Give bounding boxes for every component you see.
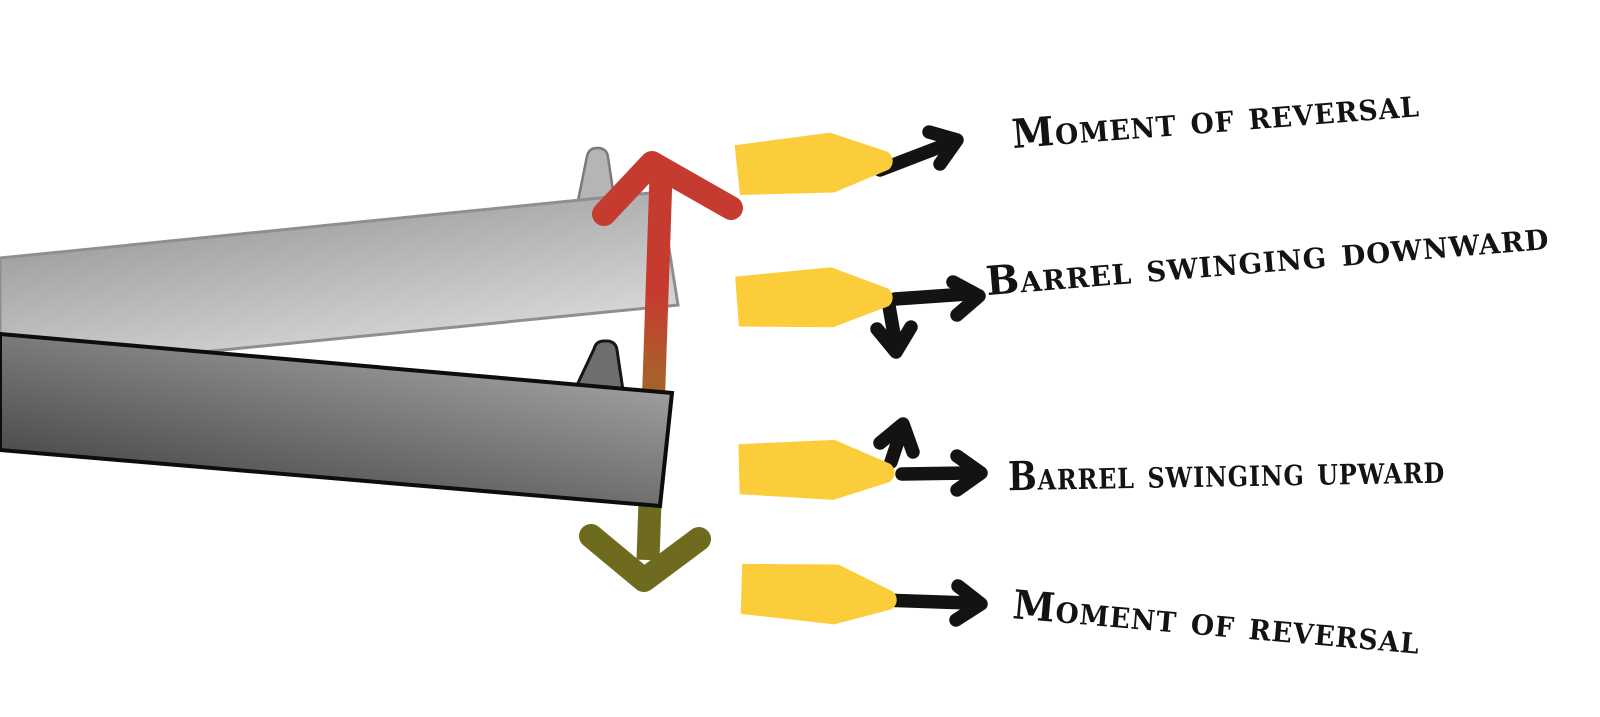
bullet3-forward-arrow — [895, 466, 976, 481]
barrel-upper-position — [0, 146, 680, 374]
bullet-row-top-reversal — [734, 125, 964, 196]
bullet-row-swing-down — [735, 267, 986, 359]
bullet3-icon — [738, 439, 895, 500]
bullet-row-swing-up — [738, 417, 988, 500]
bullet3-up-arrow-head-icon — [873, 417, 920, 459]
lower-barrel-body — [0, 331, 675, 509]
swing-arrow-down-head-icon — [579, 524, 711, 592]
bullet3-up-arrow — [884, 428, 907, 469]
bullet2-down-arrow — [882, 299, 902, 347]
bullet2-down-arrow-head-icon — [870, 320, 918, 359]
swing-arrow-up-head-icon — [592, 151, 743, 226]
bullet1-icon — [734, 132, 893, 196]
upper-barrel-body — [0, 190, 680, 374]
bullet2-forward-arrow — [888, 287, 974, 306]
barrel-lower-position — [0, 331, 675, 509]
bullet4-forward-arrow-head-icon — [949, 579, 988, 627]
label-barrel-swinging-upward: Barrel swinging upward — [1007, 445, 1446, 501]
front-sight-upper-icon — [576, 146, 616, 203]
bullet-row-bottom-reversal — [740, 563, 988, 627]
bullet4-icon — [740, 563, 897, 625]
bullet3-forward-arrow-head-icon — [950, 449, 988, 497]
bullet2-forward-arrow-head-icon — [946, 275, 986, 322]
bullet2-icon — [735, 267, 893, 328]
bullet1-forward-arrow-head-icon — [922, 125, 964, 171]
front-sight-lower-icon — [576, 339, 626, 399]
